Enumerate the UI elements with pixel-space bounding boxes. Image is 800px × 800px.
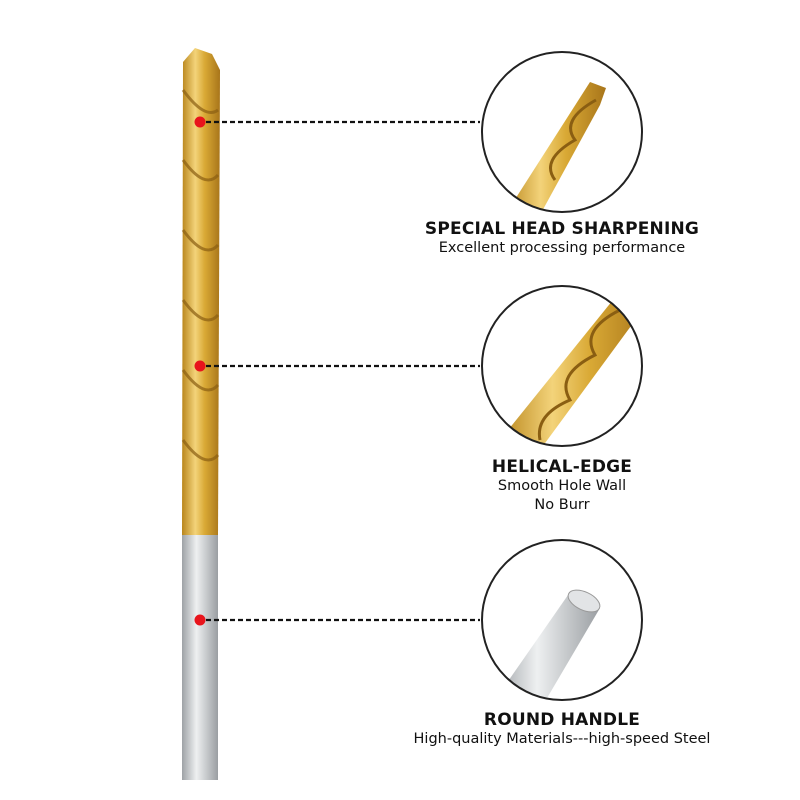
marker-dot-1 bbox=[194, 116, 206, 128]
feature-title: ROUND HANDLE bbox=[483, 710, 641, 730]
feature-title: HELICAL-EDGE bbox=[491, 457, 633, 477]
feature-description: Smooth Hole Wall bbox=[497, 478, 627, 494]
marker-dot-2 bbox=[194, 360, 206, 372]
drill-bit bbox=[181, 48, 220, 780]
drill-tip-closeup-icon bbox=[481, 51, 643, 213]
feature-description: High-quality Materials---high-speed Stee… bbox=[413, 731, 711, 747]
feature-description: Excellent processing performance bbox=[438, 240, 686, 256]
marker-dot-3 bbox=[194, 614, 206, 626]
helical-flute-closeup-icon bbox=[481, 285, 643, 447]
feature-title: SPECIAL HEAD SHARPENING bbox=[424, 219, 700, 239]
feature-helical-edge: HELICAL-EDGE Smooth Hole Wall No Burr bbox=[362, 457, 762, 515]
feature-round-handle: ROUND HANDLE High-quality Materials---hi… bbox=[362, 710, 762, 749]
feature-head-sharpening: SPECIAL HEAD SHARPENING Excellent proces… bbox=[362, 219, 762, 258]
feature-description: No Burr bbox=[534, 497, 590, 513]
round-shank-closeup-icon bbox=[481, 539, 643, 701]
